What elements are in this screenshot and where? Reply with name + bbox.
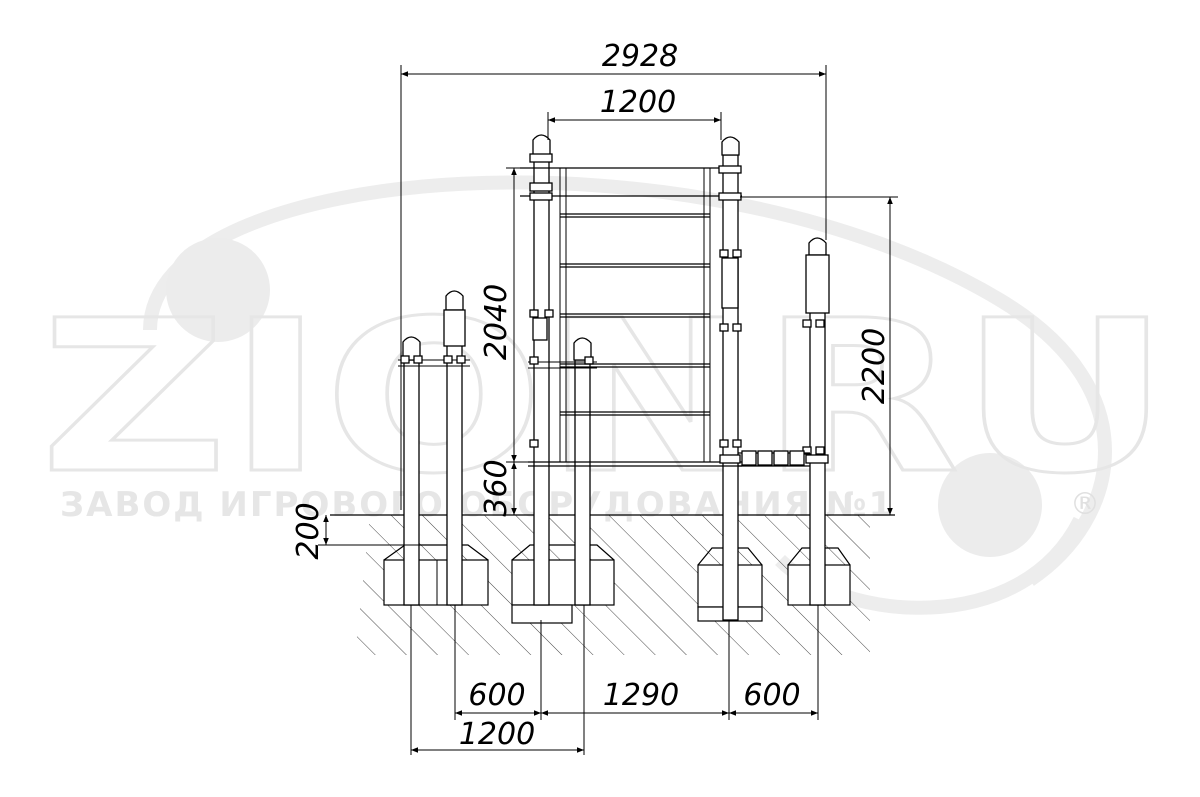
dim-ladder-height: 2040: [479, 284, 514, 360]
watermark-dot-right: [938, 453, 1042, 557]
watermark-brand: ZIONRU: [40, 275, 1170, 520]
foundation-left: [383, 544, 489, 606]
dim-left-bar-spacing: 600: [468, 678, 525, 713]
post-ladder-right: [722, 154, 739, 621]
dim-ladder-width: 1200: [600, 85, 676, 120]
dimension-labels: 2928 1200 2040 360 2200 200 600 1290 600…: [291, 39, 892, 752]
balance-steps: [719, 450, 829, 467]
ladder: [520, 153, 742, 467]
post-bar-middle: [574, 359, 591, 606]
foundation-middle: [511, 544, 615, 624]
ladder-rungs: [528, 213, 742, 467]
post-cap-left-a: [402, 336, 421, 361]
dim-foundation-depth: 200: [291, 502, 326, 559]
post-left-a: [403, 359, 420, 606]
post-cap-left-b: [445, 290, 464, 311]
watermark-registered: ®: [1070, 487, 1100, 522]
watermark-dot-left: [166, 238, 270, 342]
foundations: [383, 544, 851, 624]
dim-middle-spacing: 1290: [603, 678, 679, 713]
dim-right-bar-spacing: 600: [743, 678, 800, 713]
dim-bottom-span: 1200: [459, 717, 535, 752]
posts: [398, 134, 830, 621]
dimension-lines: [318, 65, 898, 755]
post-ladder-left: [533, 154, 550, 606]
dim-total-height: 2200: [857, 328, 892, 404]
dim-overall-width: 2928: [602, 39, 678, 74]
dim-bottom-offset: 360: [479, 459, 514, 516]
watermark-swoosh: [143, 175, 1112, 586]
